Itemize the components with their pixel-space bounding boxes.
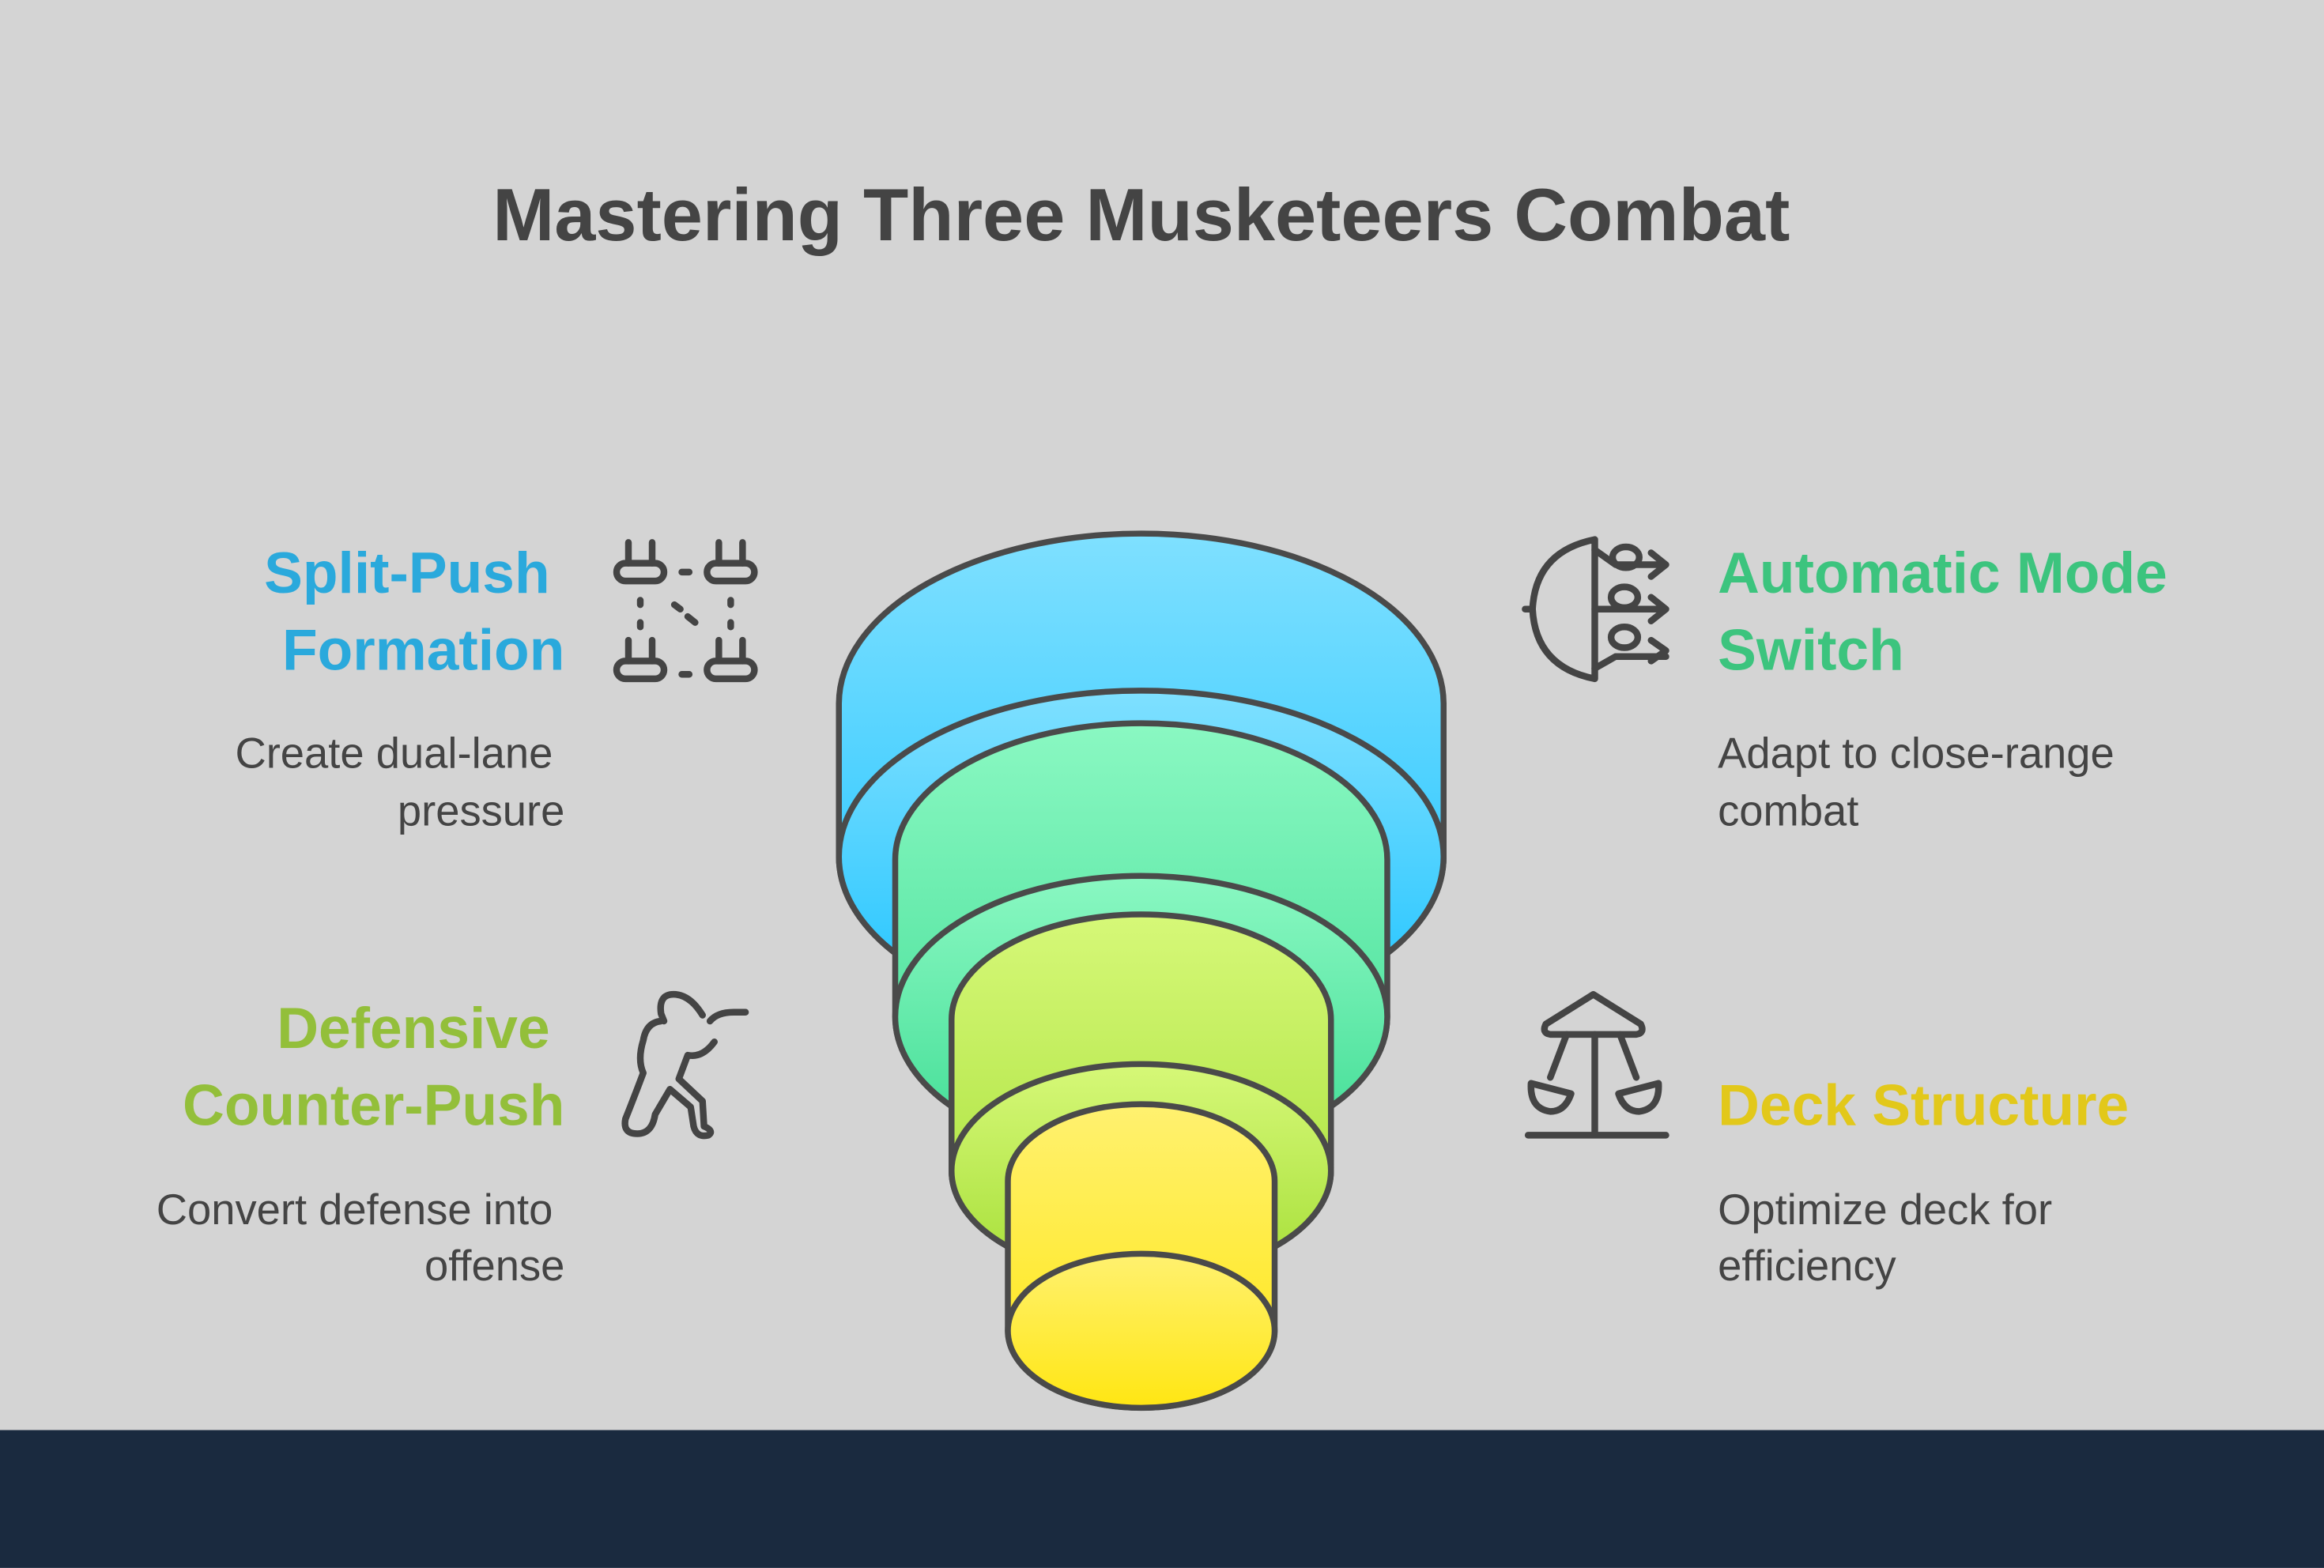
item-heading: Formation xyxy=(282,619,564,683)
item-heading: Switch xyxy=(1718,619,1904,683)
item-defensive-counter-push: Defensive Counter-Push Convert defense i… xyxy=(157,991,749,1290)
footer-band xyxy=(0,1430,2324,1568)
funnel-cylinders xyxy=(836,530,1447,1412)
page-title: Mastering Three Musketeers Combat xyxy=(492,173,1790,256)
item-description: efficiency xyxy=(1718,1242,1896,1290)
item-description: offense xyxy=(424,1242,564,1290)
item-automatic-mode-switch: Automatic Mode Switch Adapt to close-ran… xyxy=(1522,536,2167,835)
item-description: Optimize deck for xyxy=(1718,1185,2052,1234)
item-heading: Defensive xyxy=(277,997,549,1061)
item-split-push-formation: Split-Push Formation Create dual-lane pr… xyxy=(235,539,758,835)
item-description: combat xyxy=(1718,787,1858,835)
item-deck-structure: Deck Structure Optimize deck for efficie… xyxy=(1524,991,2129,1290)
item-description: Create dual-lane xyxy=(235,729,553,777)
mode-switch-icon xyxy=(1522,536,1669,683)
item-heading: Deck Structure xyxy=(1718,1073,2129,1137)
item-heading: Counter-Push xyxy=(183,1073,564,1137)
item-description: pressure xyxy=(398,787,564,835)
shooter-icon xyxy=(621,991,749,1140)
item-heading: Automatic Mode xyxy=(1718,541,2167,605)
cylinder-yellow xyxy=(1005,1101,1278,1412)
item-description: Adapt to close-range xyxy=(1718,729,2115,777)
split-formation-icon xyxy=(613,539,758,683)
balance-icon xyxy=(1524,991,1669,1139)
item-description: Convert defense into xyxy=(157,1185,553,1234)
item-heading: Split-Push xyxy=(264,541,549,605)
